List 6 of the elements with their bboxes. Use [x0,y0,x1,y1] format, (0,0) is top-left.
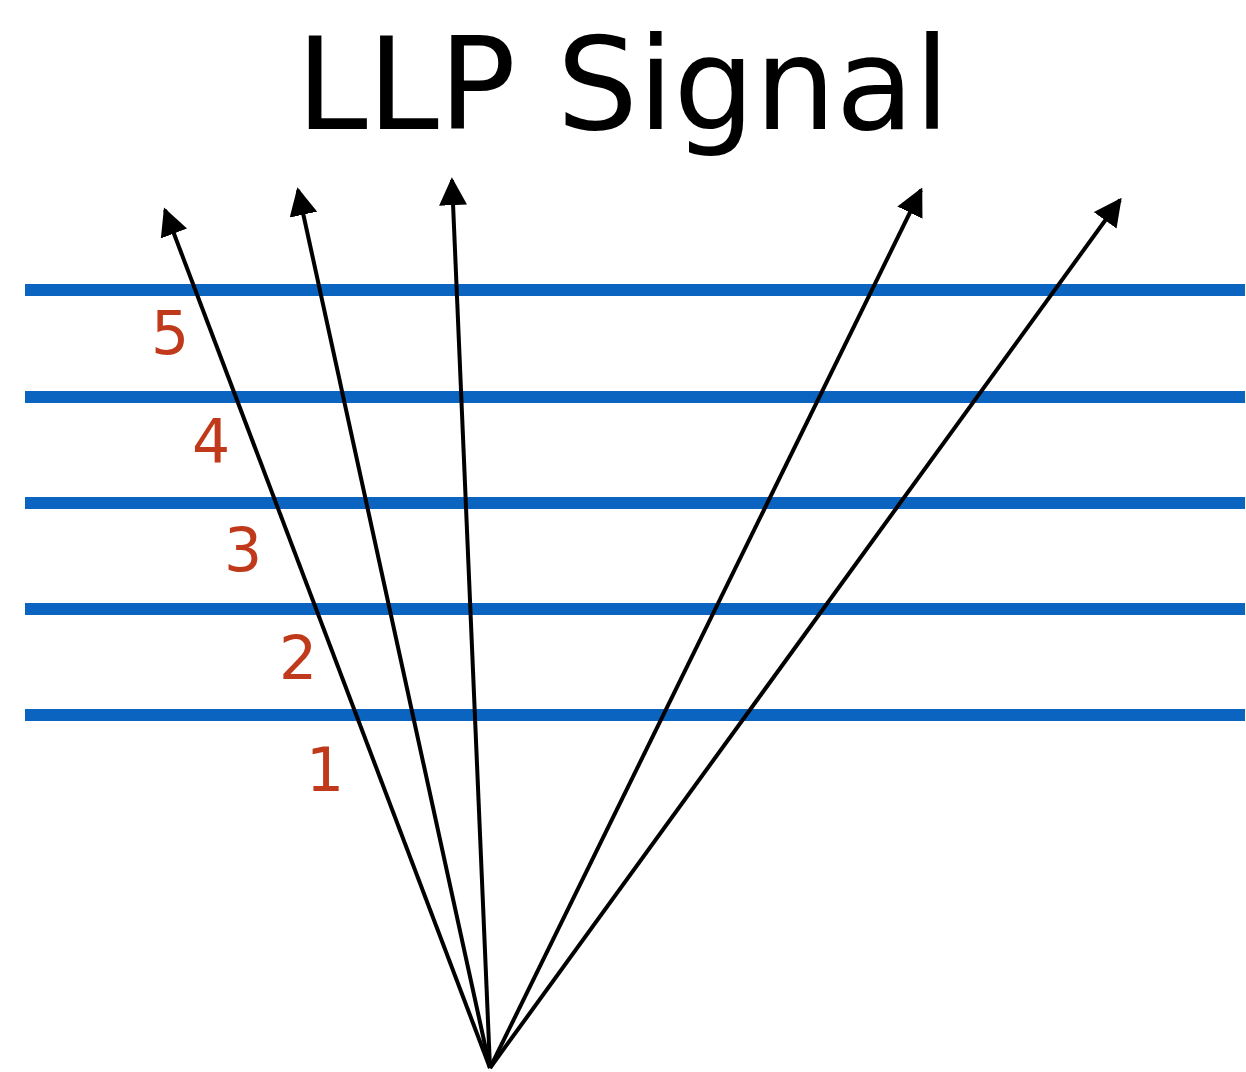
layer-number: 2 [278,626,318,690]
title: LLP Signal [295,10,951,160]
layer-number: 5 [150,301,190,365]
layer-number: 1 [305,738,345,802]
layer-number: 3 [223,518,263,582]
layer-number: 4 [191,409,231,473]
